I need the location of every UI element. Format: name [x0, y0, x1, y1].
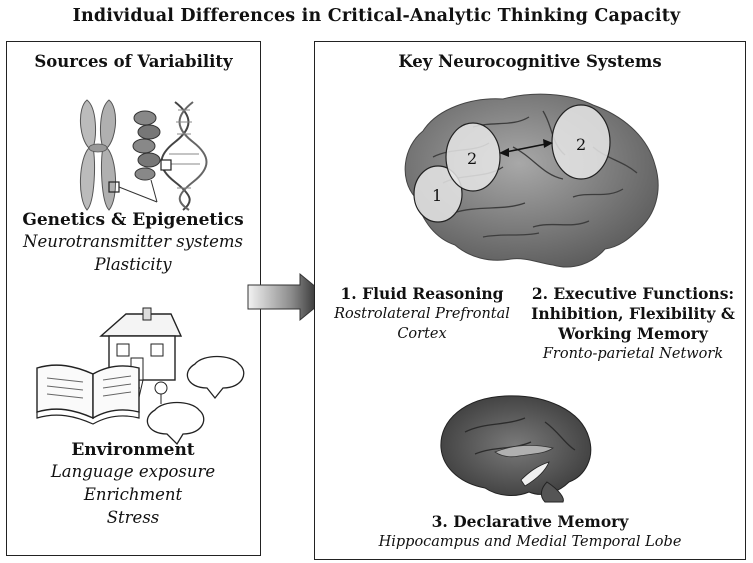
- system-title: 2. Executive Functions:: [531, 284, 735, 303]
- fluid-reasoning-block: 1. Fluid Reasoning Rostrolateral Prefron…: [323, 284, 521, 344]
- region-marker-2: 2: [576, 135, 586, 154]
- environment-block: Environment Language exposure Enrichment…: [7, 440, 259, 529]
- genetics-heading: Genetics & Epigenetics: [22, 210, 244, 230]
- speech-bubbles-icon: [146, 355, 245, 446]
- chromatin-icon: [118, 110, 161, 203]
- system-title: 3. Declarative Memory: [431, 512, 629, 531]
- system-subtitle: Cortex: [397, 326, 447, 342]
- lateral-brain-illustration: 1 2 2: [404, 93, 659, 268]
- dna-helix-icon: [160, 101, 208, 211]
- environment-heading: Environment: [71, 440, 195, 460]
- systems-heading: Key Neurocognitive Systems: [398, 52, 662, 71]
- genetics-item: Plasticity: [94, 255, 172, 274]
- medial-brain-illustration: [440, 395, 592, 503]
- sources-heading: Sources of Variability: [34, 52, 233, 71]
- executive-functions-block: 2. Executive Functions: Inhibition, Flex…: [521, 284, 745, 364]
- system-title: Inhibition, Flexibility &: [531, 304, 735, 323]
- system-title: Working Memory: [558, 324, 708, 343]
- book-icon: [36, 364, 140, 425]
- system-subtitle: Rostrolateral Prefrontal: [334, 306, 510, 322]
- system-subtitle: Fronto-parietal Network: [542, 346, 724, 362]
- environment-item: Language exposure: [50, 462, 216, 481]
- region-marker-2: 2: [467, 149, 477, 168]
- declarative-memory-block: 3. Declarative Memory Hippocampus and Me…: [315, 512, 745, 552]
- system-subtitle: Hippocampus and Medial Temporal Lobe: [378, 534, 682, 550]
- environment-item: Stress: [106, 508, 160, 527]
- sources-of-variability-panel: Sources of Variability: [6, 41, 261, 556]
- figure-title: Individual Differences in Critical-Analy…: [72, 6, 681, 26]
- house-icon: [99, 307, 183, 407]
- genetics-illustration: [79, 99, 208, 211]
- environment-illustration: [36, 307, 245, 446]
- genetics-block: Genetics & Epigenetics Neurotransmitter …: [7, 210, 259, 276]
- system-title: 1. Fluid Reasoning: [340, 284, 504, 303]
- environment-item: Enrichment: [83, 485, 183, 504]
- neurocognitive-systems-panel: Key Neurocognitive Systems 1 2 2 1. Flui…: [314, 41, 746, 560]
- region-marker-1: 1: [432, 186, 442, 205]
- chromosome-icon: [79, 99, 120, 211]
- genetics-item: Neurotransmitter systems: [23, 232, 243, 251]
